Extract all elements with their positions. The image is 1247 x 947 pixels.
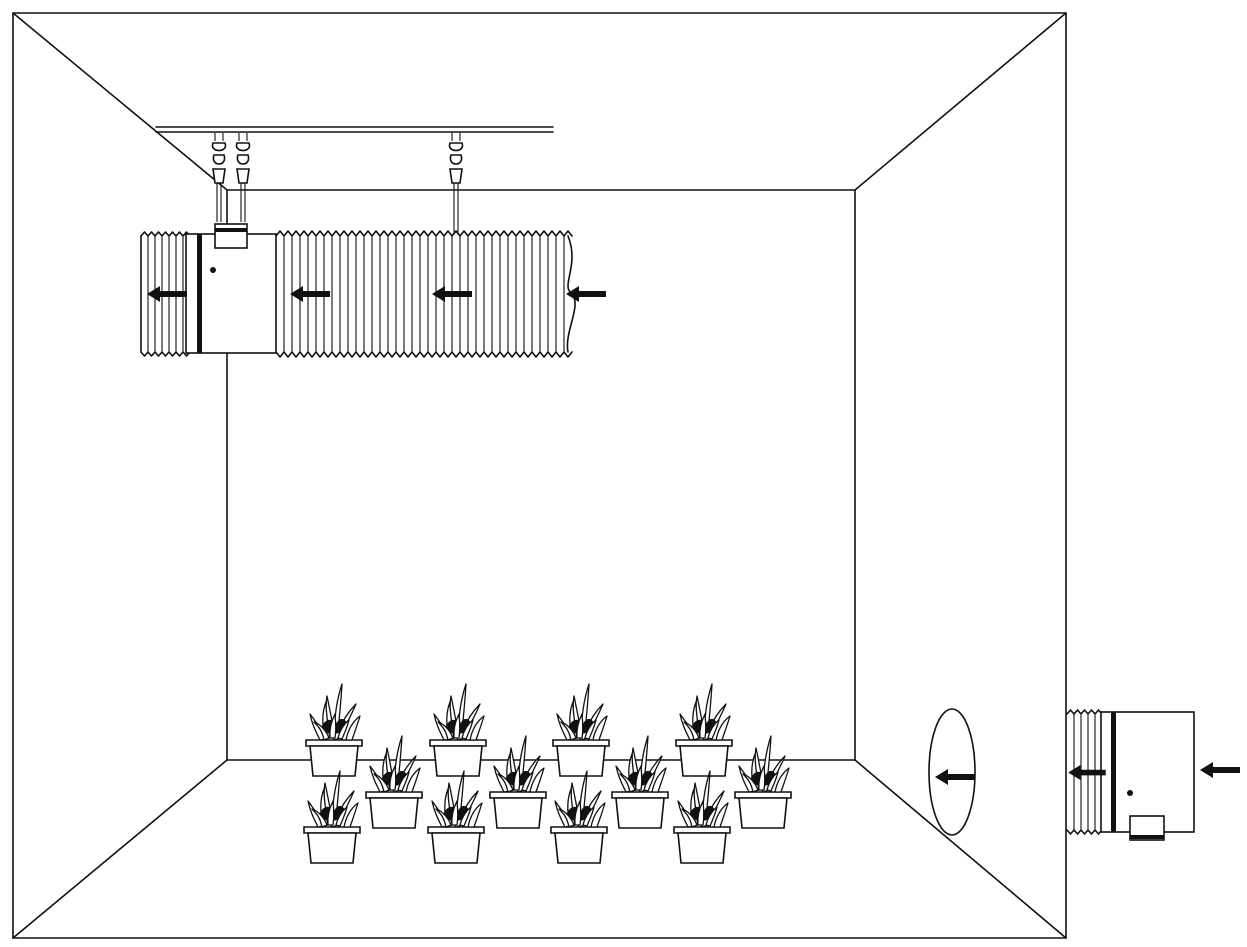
room-edge-bottom-left [12,759,228,939]
ceiling-hung-duct-with-inline-fan [140,223,606,358]
potted-plant [303,770,361,864]
room-back-wall [226,189,856,761]
room-edge-top-right [854,12,1067,191]
potted-plant [734,735,792,829]
fan-junction-box [214,223,248,249]
potted-plant [611,735,669,829]
arrow-left-icon [147,286,187,302]
potted-plant [550,770,608,864]
room-outer-frame [12,12,1067,939]
potted-plant [429,683,487,777]
fan-power-port [210,267,216,273]
room-edge-bottom-right [854,759,1067,939]
rope-ratchet-hangers [211,133,464,233]
intake-vent-outline [928,708,976,836]
arrow-left-icon [1200,762,1240,778]
potted-plant [305,683,363,777]
potted-plant [489,735,547,829]
ext-fan-power-port [1127,790,1133,796]
potted-plant-group [303,683,792,864]
hanger [235,133,251,222]
ceiling-rail [155,126,554,133]
potted-plant [427,770,485,864]
ext-fan-body [1100,711,1195,841]
potted-plant [365,735,423,829]
oval-passive-intake-vent [928,708,976,836]
potted-plant [552,683,610,777]
inline-fan-body [185,223,277,354]
room-box [12,12,1067,939]
room-edge-top-left [12,12,228,191]
hanger [448,133,464,233]
potted-plant [675,683,733,777]
arrow-left-icon [566,286,606,302]
external-inline-fan [1066,709,1240,841]
potted-plant [673,770,731,864]
hanger [211,133,227,222]
